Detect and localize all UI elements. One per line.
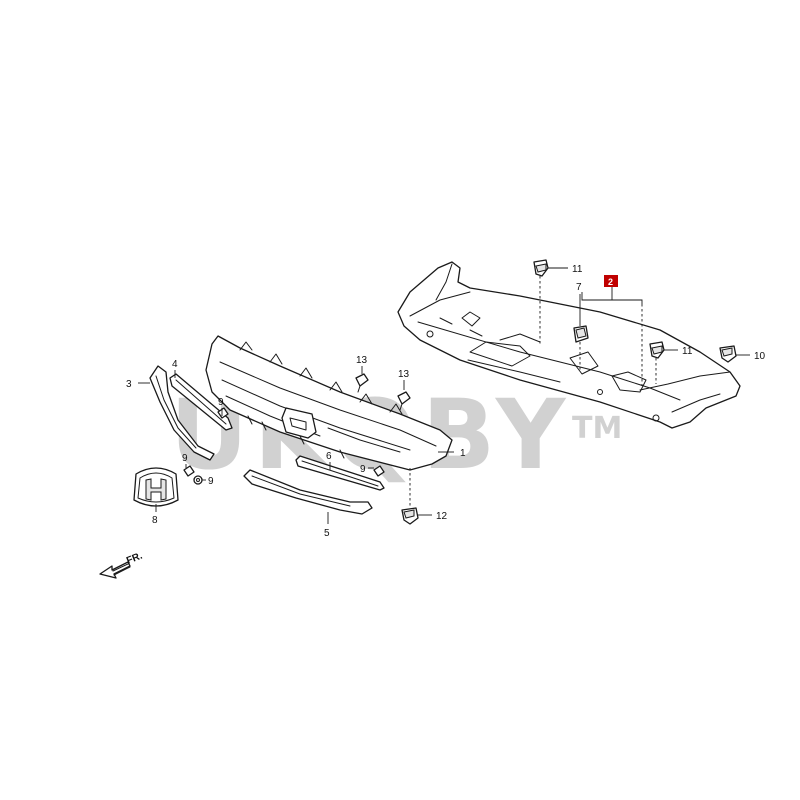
callout-9c: 9 — [208, 476, 214, 487]
clip-11a-part[interactable] — [533, 259, 549, 277]
clip-11b-part[interactable] — [649, 341, 665, 359]
upper-cover-part[interactable] — [397, 261, 741, 429]
callout-9b: 9 — [182, 453, 188, 464]
callout-8: 8 — [152, 515, 158, 526]
clip-13a-part[interactable] — [355, 373, 369, 393]
callout-11b: 11 — [682, 346, 693, 357]
callout-10: 10 — [754, 351, 766, 362]
callout-2: 2 — [608, 277, 613, 287]
honda-h-emblem-icon[interactable] — [133, 467, 179, 507]
front-direction-label: FR. — [125, 550, 144, 566]
clip-9b-part[interactable] — [183, 465, 195, 477]
watermark-tm: TM — [572, 411, 622, 446]
clip-12-part[interactable] — [401, 507, 419, 525]
clip-9c-part[interactable] — [193, 475, 203, 485]
callout-11a: 11 — [572, 264, 583, 275]
callout-9a: 9 — [218, 397, 224, 408]
callout-5: 5 — [324, 528, 330, 539]
callout-7: 7 — [576, 282, 582, 293]
clip-9d-part[interactable] — [373, 465, 385, 477]
callout-3: 3 — [126, 379, 132, 390]
upper-molding-part[interactable] — [169, 373, 233, 431]
side-molding-part[interactable] — [149, 365, 215, 461]
callout-9d: 9 — [360, 464, 366, 475]
lower-molding-part[interactable] — [243, 469, 373, 515]
callout-6: 6 — [326, 451, 332, 462]
front-arrow-icon: FR. — [99, 550, 144, 579]
callout-12: 12 — [436, 511, 448, 522]
clip-10-part[interactable] — [719, 345, 737, 363]
callout-2-badge — [604, 275, 618, 287]
callout-labels: 1 2 3 4 5 6 7 8 9 9 9 9 10 11 11 12 13 1… — [126, 264, 766, 539]
callout-13b: 13 — [398, 369, 410, 380]
lower-strip-part[interactable] — [295, 455, 385, 491]
clip-13b-part[interactable] — [397, 391, 411, 411]
grille-base-part[interactable] — [205, 335, 453, 471]
nut-7-part[interactable] — [573, 325, 589, 343]
callout-4: 4 — [172, 359, 178, 370]
callout-1: 1 — [460, 448, 466, 459]
leader-lines — [138, 267, 750, 524]
callout-13a: 13 — [356, 355, 368, 366]
